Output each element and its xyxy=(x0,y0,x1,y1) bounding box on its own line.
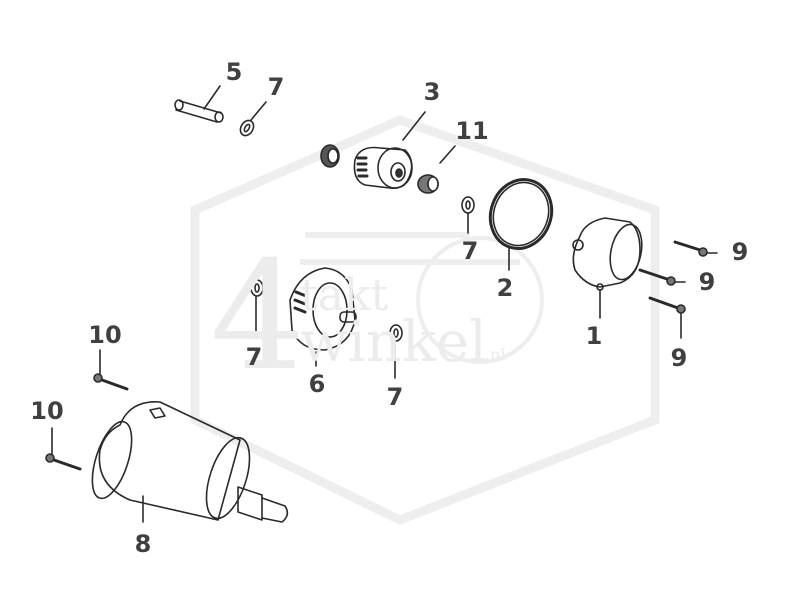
shaft-pin-part xyxy=(174,85,224,123)
bolt-head-part xyxy=(666,247,718,339)
callout-label-7: 7 xyxy=(386,383,404,411)
o-ring-part xyxy=(488,178,554,271)
callout-label-6: 6 xyxy=(308,370,326,398)
starter-clutch-part xyxy=(289,267,357,367)
callout-label-9: 9 xyxy=(731,238,749,266)
starter-motor-part xyxy=(91,401,289,523)
callout-label-11: 11 xyxy=(455,117,489,145)
callout-label-9: 9 xyxy=(698,268,716,296)
callout-label-9: 9 xyxy=(670,344,688,372)
callout-label-7: 7 xyxy=(267,73,285,101)
callout-label-5: 5 xyxy=(225,58,243,86)
callout-label-10: 10 xyxy=(88,321,122,349)
callout-label-7: 7 xyxy=(461,237,479,265)
bolt-part xyxy=(638,240,702,310)
callout-label-7: 7 xyxy=(245,343,263,371)
callout-label-8: 8 xyxy=(134,530,152,558)
washer-part xyxy=(239,101,267,137)
callout-label-1: 1 xyxy=(585,322,603,350)
callout-label-2: 2 xyxy=(496,274,514,302)
bolt-part xyxy=(45,349,129,471)
callout-label-10: 10 xyxy=(30,397,64,425)
washer-part xyxy=(250,279,403,379)
callout-label-3: 3 xyxy=(423,78,441,106)
starter-gear-part xyxy=(320,111,456,194)
washer-part xyxy=(461,196,475,234)
watermark-logo xyxy=(190,115,660,525)
starter-cover-part xyxy=(572,217,643,319)
